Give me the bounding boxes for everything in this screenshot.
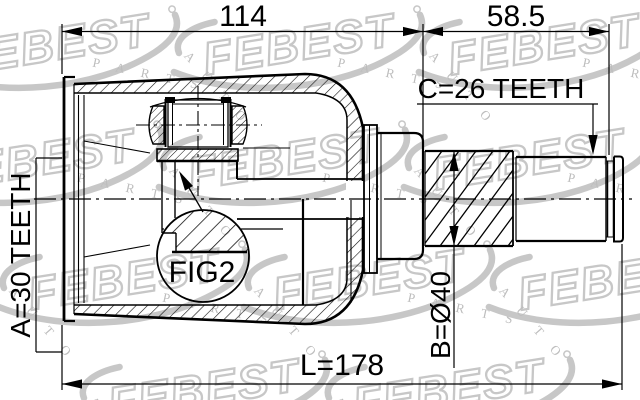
teeth-outer-label: C=26 TEETH xyxy=(418,73,585,104)
dimension-arrows xyxy=(62,26,622,389)
overall-length-label: L=178 xyxy=(300,349,384,382)
fig2-detail-bubble: FIG2 xyxy=(156,171,250,303)
shaft-end-cap xyxy=(613,155,624,243)
joint-linework xyxy=(34,72,632,326)
fig2-leader-arrow xyxy=(179,171,193,191)
teeth-inner-label: A=30 TEETH xyxy=(5,172,36,337)
watermark-brand-text: FEBEST xyxy=(514,238,640,320)
seat-block xyxy=(377,131,425,261)
fig2-label: FIG2 xyxy=(169,256,236,289)
dim-58-5-label: 58.5 xyxy=(487,0,545,33)
watermark-brand-text: FEBEST xyxy=(104,348,305,400)
shaft-diameter-label: B=Ø40 xyxy=(425,271,456,359)
dimension-layer: 114 58.5 C=26 TEETH L=178 A=30 TEETH B=Ø… xyxy=(5,0,623,390)
dim-114-label: 114 xyxy=(219,0,267,33)
